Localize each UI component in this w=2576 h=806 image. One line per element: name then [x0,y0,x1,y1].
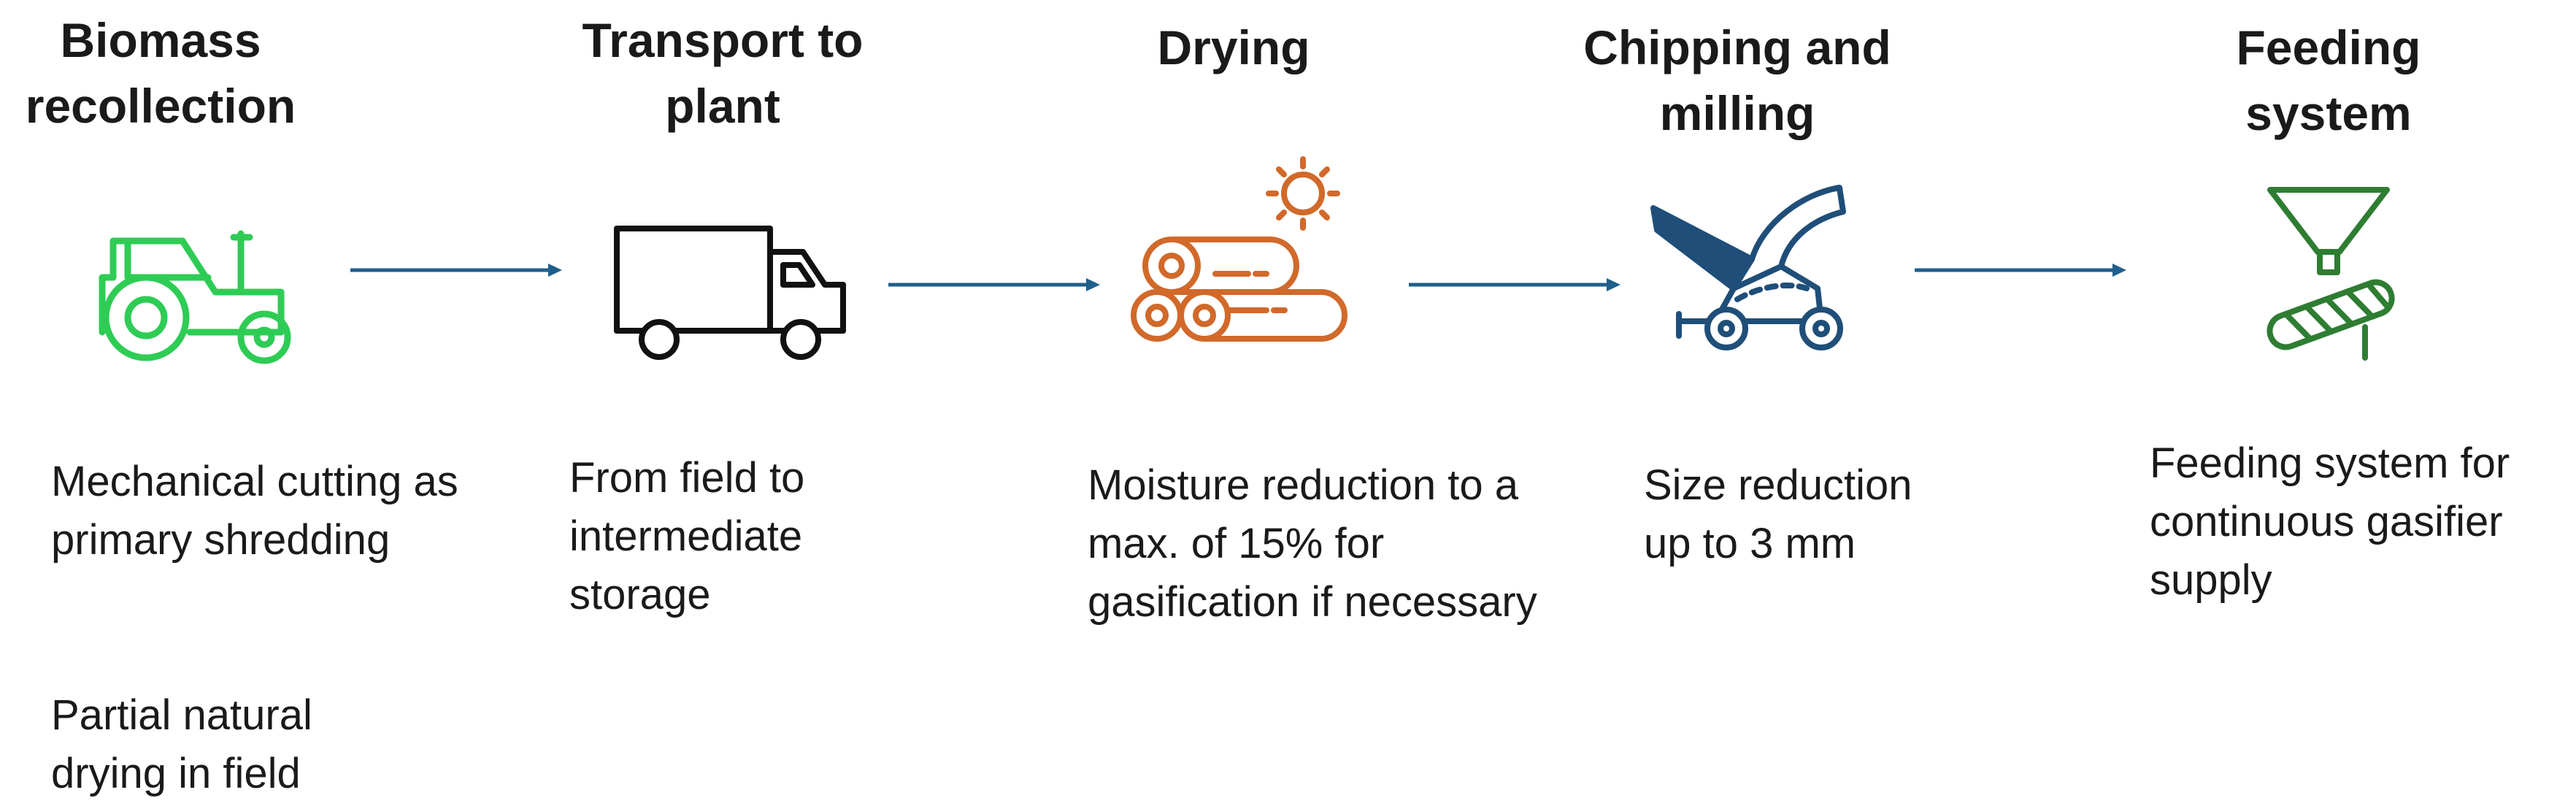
stage-title-drying: Drying [1157,20,1310,74]
stage-4-description: Size reduction up to 3 mm [1644,461,1912,567]
logs-sun-icon [1131,156,1347,342]
arrow-4-to-5 [1915,264,2126,277]
stage-title-transport-to-plant: Transport to plant [582,13,864,133]
stage-1-description-cutting: Mechanical cutting as primary shredding [51,458,458,564]
truck-icon [614,226,846,360]
stage-2-description: From field to intermediate storage [569,454,805,618]
stage-title-chipping-and-milling: Chipping and milling [1583,20,1891,140]
stage-title-biomass-recollection: Biomass recollection [25,13,296,133]
arrow-1-to-2 [350,264,562,277]
stage-1-description-drying: Partial natural drying in field [51,691,312,797]
stage-title-feeding-system: Feeding system [2236,20,2421,140]
hopper-screw-icon [2267,187,2395,361]
arrow-3-to-4 [1409,278,1620,291]
tractor-icon [99,230,291,364]
stage-5-description: Feeding system for continuous gasifier s… [2150,440,2510,604]
stage-3-description: Moisture reduction to a max. of 15% for … [1088,461,1537,626]
wood-chipper-icon [1650,185,1846,350]
arrow-2-to-3 [888,278,1100,291]
